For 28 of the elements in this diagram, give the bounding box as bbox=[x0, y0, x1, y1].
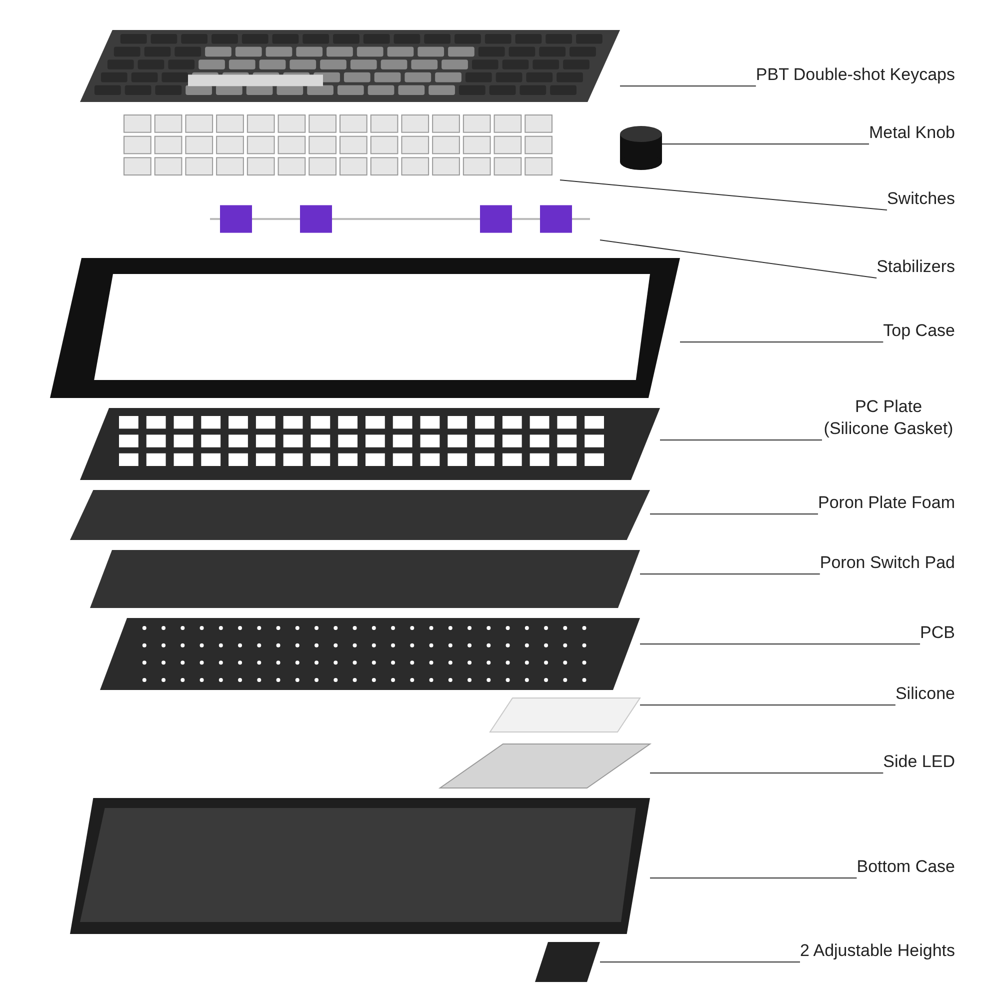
leader-line bbox=[640, 704, 896, 706]
part-label: 2 Adjustable Heights bbox=[800, 940, 955, 962]
led-strip-drawing bbox=[440, 744, 650, 788]
pcb-drawing bbox=[100, 618, 640, 690]
part-label: Top Case bbox=[883, 320, 955, 342]
foam-drawing bbox=[70, 490, 650, 540]
keycap-set-drawing bbox=[80, 30, 620, 102]
bottom-case-drawing bbox=[70, 798, 650, 934]
plate-drawing bbox=[80, 408, 660, 480]
part-label: Side LED bbox=[883, 751, 955, 773]
part-label: Switches bbox=[886, 188, 955, 210]
part-label: Silicone bbox=[895, 683, 955, 705]
silicone-pad-drawing bbox=[490, 698, 640, 732]
switch-pad-drawing bbox=[90, 550, 640, 608]
part-label: PBT Double-shot Keycaps bbox=[756, 64, 955, 86]
part-label: PC Plate (Silicone Gasket) bbox=[822, 396, 955, 440]
part-label: PCB bbox=[920, 622, 955, 644]
top-case-drawing bbox=[50, 258, 680, 398]
knob-drawing bbox=[620, 126, 662, 170]
part-label: Stabilizers bbox=[876, 256, 955, 278]
part-label: Bottom Case bbox=[856, 856, 955, 878]
keyboard-foot-drawing bbox=[535, 942, 600, 982]
leader-line bbox=[600, 240, 878, 278]
part-label: Poron Plate Foam bbox=[818, 492, 955, 514]
part-label: Metal Knob bbox=[869, 122, 955, 144]
leader-line bbox=[560, 180, 888, 210]
leader-line bbox=[650, 772, 884, 774]
part-label: Poron Switch Pad bbox=[820, 552, 955, 574]
